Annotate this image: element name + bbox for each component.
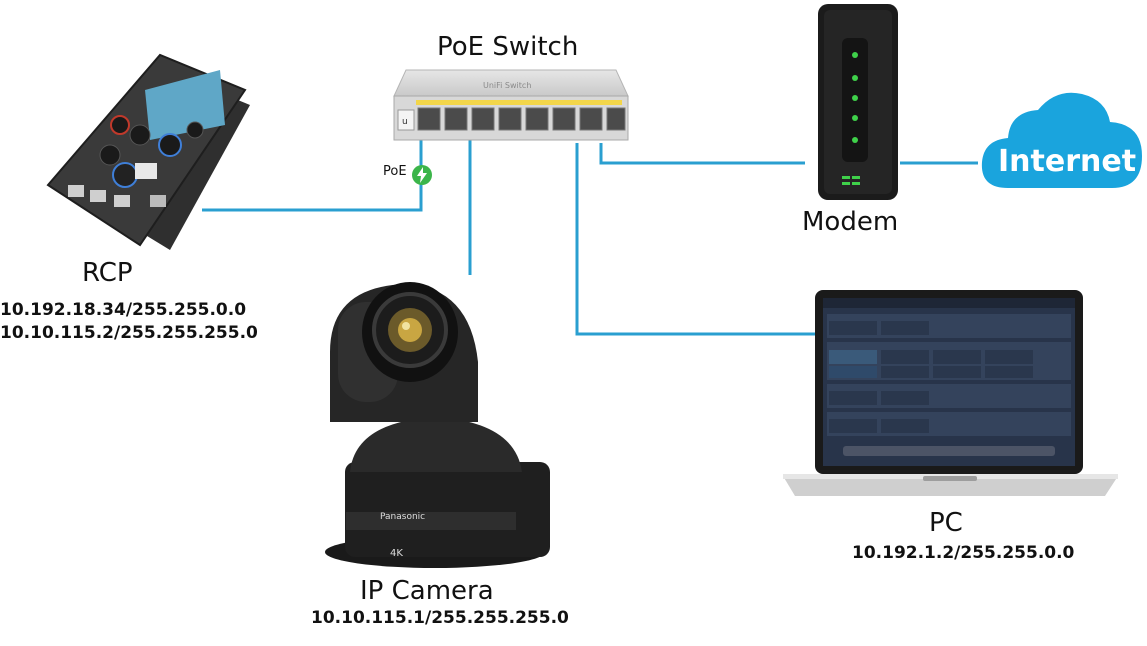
laptop-image [783, 290, 1118, 496]
cloud-icon [981, 92, 1142, 188]
poe-badge-label: PoE [383, 164, 407, 179]
poe-lightning-icon [412, 165, 432, 185]
wire-modem-switch [599, 143, 805, 165]
internet-label: Internet [998, 144, 1137, 179]
poe-badge: PoE [383, 164, 407, 179]
internet-cloud [978, 88, 1146, 200]
modem-device-image [818, 4, 898, 200]
rcp-device-image [46, 53, 250, 250]
ip-camera: Panasonic 4K [310, 272, 555, 576]
camera-device-image: Panasonic 4K [325, 282, 550, 568]
poe-switch: u UniFi Switch [388, 66, 634, 152]
svg-text:u: u [402, 117, 408, 127]
wire-rcp-switch [202, 140, 423, 212]
wire-pc-switch [575, 143, 820, 336]
pc-ip: 10.192.1.2/255.255.0.0 [852, 543, 1075, 563]
modem-title: Modem [802, 207, 899, 237]
camera-title: IP Camera [360, 576, 494, 606]
switch-device-image: u UniFi Switch [393, 69, 629, 141]
rcp-ip-1: 10.192.18.34/255.255.0.0 [0, 300, 247, 320]
switch-title: PoE Switch [437, 32, 579, 62]
switch-brand-text: UniFi Switch [483, 81, 531, 90]
camera-4k-badge: 4K [390, 548, 403, 559]
modem-device [812, 0, 902, 209]
pc-title: PC [929, 508, 963, 538]
rcp-ip-2: 10.10.115.2/255.255.255.0 [0, 323, 258, 343]
rcp-title: RCP [82, 258, 133, 288]
rcp-device [40, 45, 255, 259]
camera-ip: 10.10.115.1/255.255.255.0 [311, 608, 569, 628]
camera-brand: Panasonic [380, 512, 425, 522]
pc-laptop [783, 288, 1118, 507]
